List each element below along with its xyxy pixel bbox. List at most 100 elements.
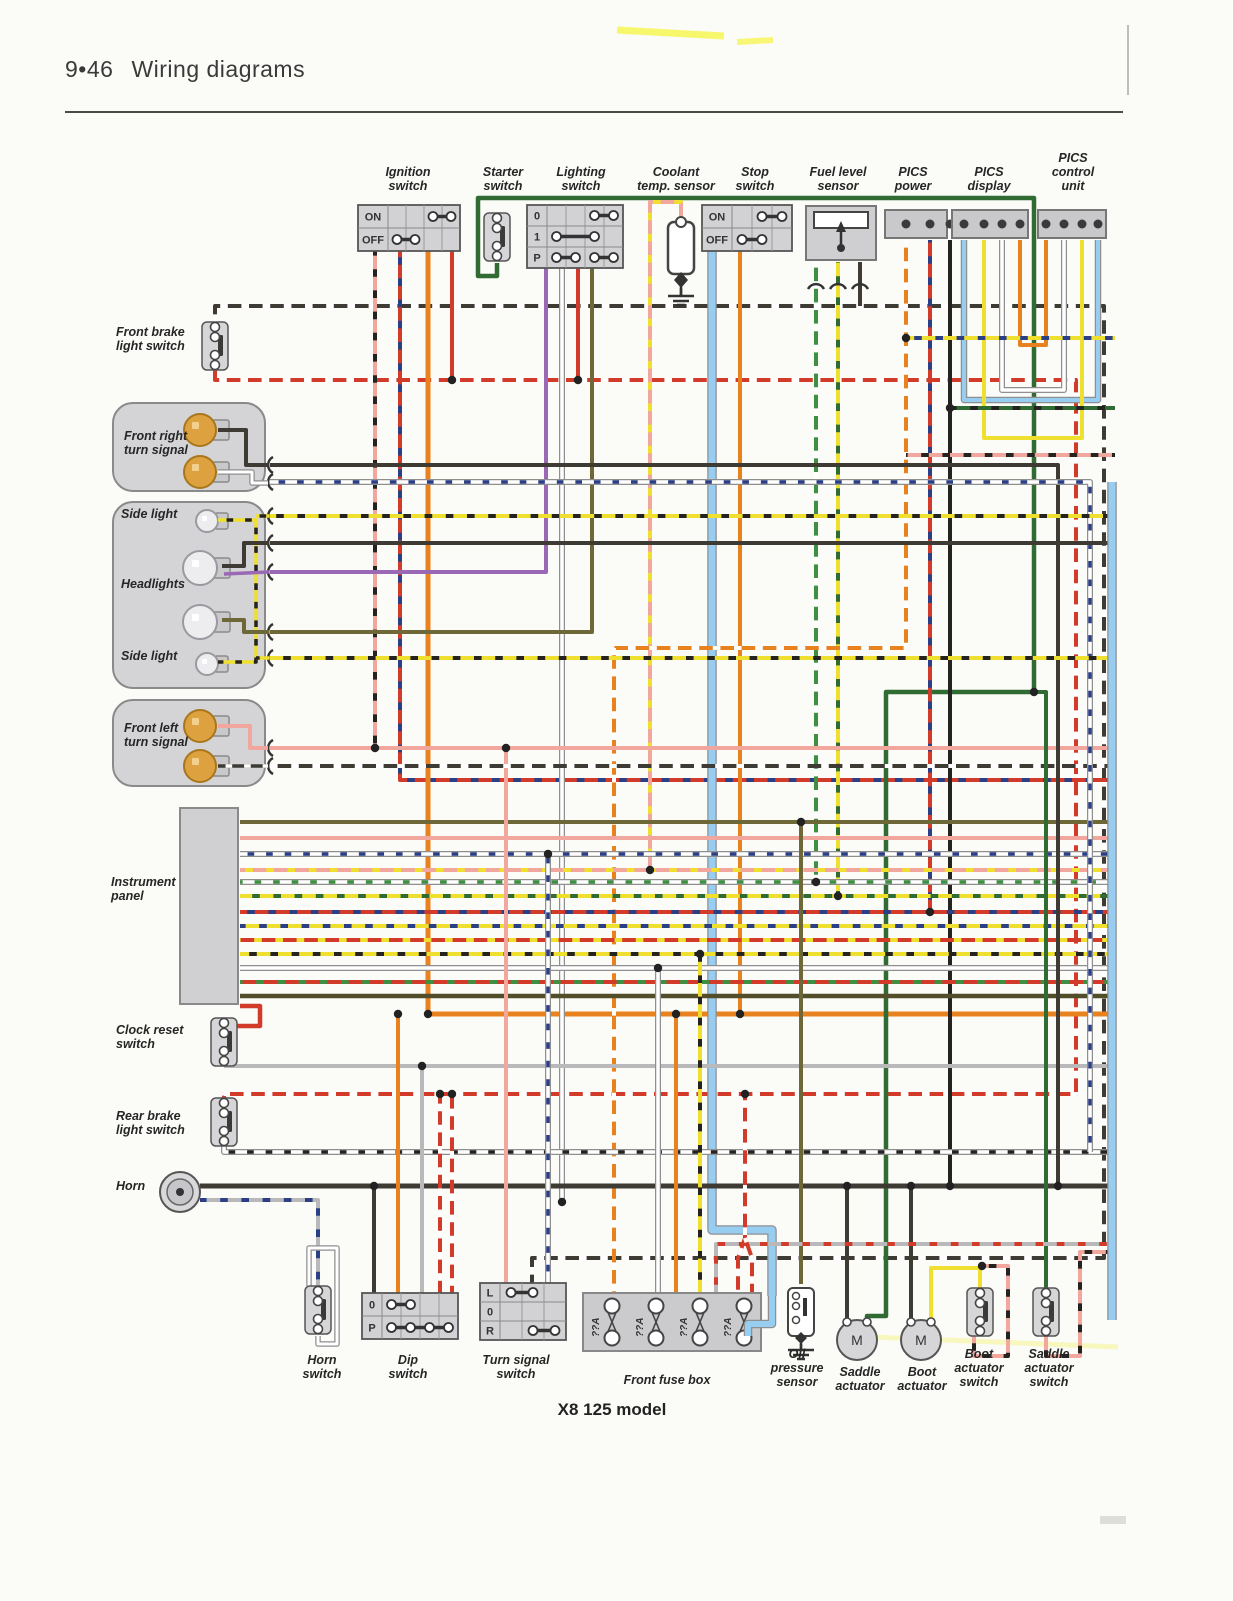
wire [745,1296,775,1336]
header-rule [65,111,1123,113]
switch-position-label: 0 [534,211,540,223]
headlight-housing [112,501,266,689]
junction-dot [945,1181,955,1191]
label-starter-switch: Starter switch [482,165,524,193]
label-saddle-actuator-switch: Saddle actuator switch [1024,1347,1074,1389]
boot-actuator-switch-icon [966,1287,994,1337]
wire [223,570,270,576]
wire [1000,240,1066,392]
page-number: 9•46 [65,56,114,82]
label-instrument-panel: Instrument panel [111,875,176,903]
wire [962,240,1100,402]
junction-dot [842,1181,852,1191]
fuse-rating-label: ??A [679,1318,690,1337]
label-headlights: Headlights [121,577,185,591]
label-fuel-level-sensor: Fuel level sensor [809,165,867,193]
wire [200,1198,320,1286]
inner-wires-layer [218,428,777,1336]
wires-layer [200,195,1117,1358]
label-horn: Horn [116,1179,146,1193]
wire [1018,240,1048,347]
wire [743,1237,754,1296]
fuse-rating-label: ??A [591,1318,602,1337]
side-light-bulb-bottom-icon [195,652,229,676]
junction-dot [573,375,583,385]
junction-dot [740,1089,750,1099]
label-dip-switch: Dip switch [388,1353,428,1381]
switch-table-turn-signal-switch: L0R [479,1282,567,1341]
front-fuse-box: ??A??A??A??A [582,1292,762,1352]
diagram-caption: X8 125 model [557,1400,667,1419]
junction-dot [977,1261,987,1271]
junction-dot [833,891,843,901]
wire [929,1266,982,1322]
junction-dot [945,403,955,413]
label-pics-control-unit: PICS control unit [1051,151,1095,193]
label-rear-brake-light-switch: Rear brake light switch [116,1109,185,1137]
wire [224,1003,263,1029]
label-oil-pressure-sensor: Oil pressure sensor [770,1347,824,1389]
label-turn-signal-switch: Turn signal switch [482,1353,550,1381]
connector-arc-icon [266,756,274,776]
label-ignition-switch: Ignition switch [385,165,431,193]
front-brake-light-switch-icon [201,321,229,371]
junction-dot [901,333,911,343]
wire [222,618,269,634]
wire [270,268,594,634]
junction-dot [543,849,553,859]
switch-position-label: P [368,1323,375,1335]
junction-dot [1029,687,1039,697]
wire [213,368,1078,1100]
wire [708,251,776,1296]
page-header: 9•46 Wiring diagrams [65,56,305,83]
label-coolant-temp-sensor: Coolant temp. sensor [637,165,715,193]
wire [218,428,268,467]
junction-dot [735,1009,745,1019]
label-front-fuse-box: Front fuse box [623,1373,711,1387]
switch-position-label: 0 [369,1300,375,1312]
label-horn-switch: Horn switch [302,1353,342,1381]
pics-power-connector [884,209,955,239]
junction-dots-layer [369,333,1063,1271]
wire [270,480,1092,1152]
junction-dot [925,907,935,917]
label-front-brake-light-switch: Front brake light switch [116,325,185,353]
junction-dot [435,1089,445,1099]
label-pics-power: PICS power [894,165,932,193]
switch-position-label: P [533,253,540,265]
page-title: Wiring diagrams [131,56,306,82]
boot-actuator-motor: M [900,1317,942,1361]
junction-dot [653,963,663,973]
components-layer [112,205,1107,1350]
switch-table-lighting-switch: 0 1P [526,204,624,269]
junction-dot [501,743,511,753]
motor-letter: M [915,1332,927,1348]
junction-dot [393,1009,403,1019]
instrument-panel-block [179,807,239,1005]
junction-dot [369,1181,379,1191]
label-boot-actuator: Boot actuator [897,1365,947,1393]
junction-dot [695,949,705,959]
junction-dot [671,1009,681,1019]
saddle-actuator-motor: M [836,1317,878,1361]
starter-switch-icon [483,212,511,262]
switch-position-label: R [486,1326,494,1338]
switch-position-label: OFF [706,235,728,247]
ground-icon [788,1340,814,1361]
wire [218,724,268,750]
wire [475,195,1037,1322]
wire [218,470,268,485]
label-stop-switch: Stop switch [735,165,775,193]
connector-arc-icon [266,455,274,475]
wire [270,463,1060,1186]
rear-brake-light-switch-icon [210,1097,238,1147]
junction-dot [370,743,380,753]
connector-arc-icon [266,738,274,758]
ground-icon [668,286,694,307]
switch-position-label: 1 [534,232,540,244]
connector-arc-icon [850,282,870,290]
junction-dot [906,1181,916,1191]
